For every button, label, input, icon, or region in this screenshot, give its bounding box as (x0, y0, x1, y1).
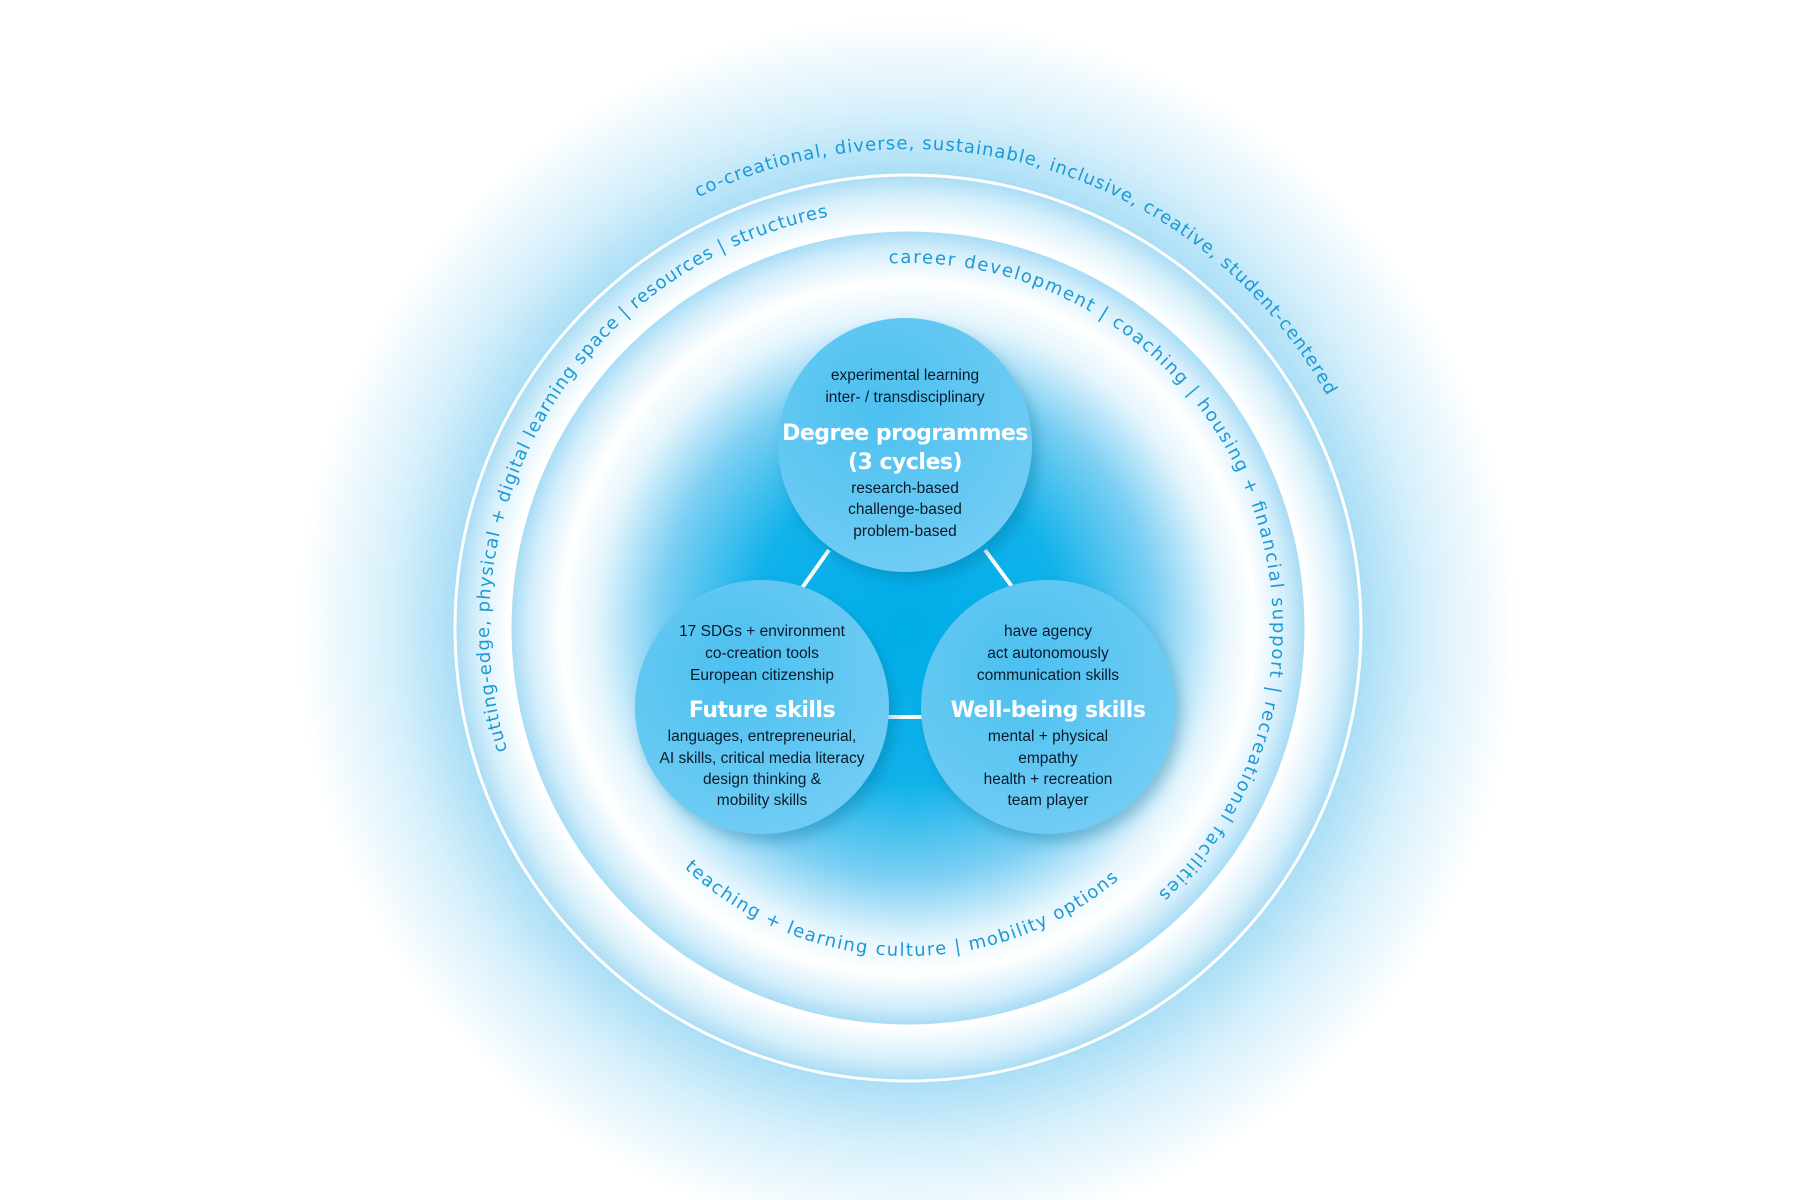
bubble-line: co-creation tools (705, 645, 819, 662)
bubble-line: have agency (1004, 623, 1092, 640)
bubble-line: mental + physical (988, 728, 1108, 745)
bubble-title: Future skills (689, 698, 836, 723)
bubble-circle (778, 318, 1032, 572)
connector-degree-wellbeing (983, 548, 1015, 590)
bubble-line: research-based (851, 480, 959, 497)
bubble-line: act autonomously (987, 645, 1109, 662)
connectors (800, 548, 1015, 719)
bubble-line: communication skills (977, 667, 1119, 684)
bubble-future-skills: 17 SDGs + environment co-creation tools … (635, 580, 889, 834)
bubble-wellbeing-skills: have agency act autonomously communicati… (921, 580, 1175, 834)
bubble-line: experimental learning (831, 367, 979, 384)
bubble-line: health + recreation (984, 771, 1113, 788)
bubble-line: inter- / transdisciplinary (825, 389, 985, 406)
bubble-circle (921, 580, 1175, 834)
bubble-title: Degree programmes (782, 421, 1028, 446)
bubble-line: problem-based (853, 523, 956, 540)
bubble-line: AI skills, critical media literacy (660, 750, 865, 767)
bubble-line: mobility skills (717, 792, 808, 809)
bubble-degree-programmes: experimental learning inter- / transdisc… (778, 318, 1032, 572)
bubble-line: languages, entrepreneurial, (668, 728, 857, 745)
bubble-line: 17 SDGs + environment (679, 623, 846, 640)
bubble-line: design thinking & (703, 771, 822, 788)
bubble-line: challenge-based (848, 501, 962, 518)
bubble-line: European citizenship (690, 667, 834, 684)
bubble-title: Well-being skills (951, 698, 1146, 723)
bubble-circle (635, 580, 889, 834)
bubble-title: (3 cycles) (848, 450, 962, 475)
bubble-line: empathy (1018, 750, 1078, 767)
bubble-line: team player (1008, 792, 1089, 809)
connector-degree-future (800, 548, 831, 590)
